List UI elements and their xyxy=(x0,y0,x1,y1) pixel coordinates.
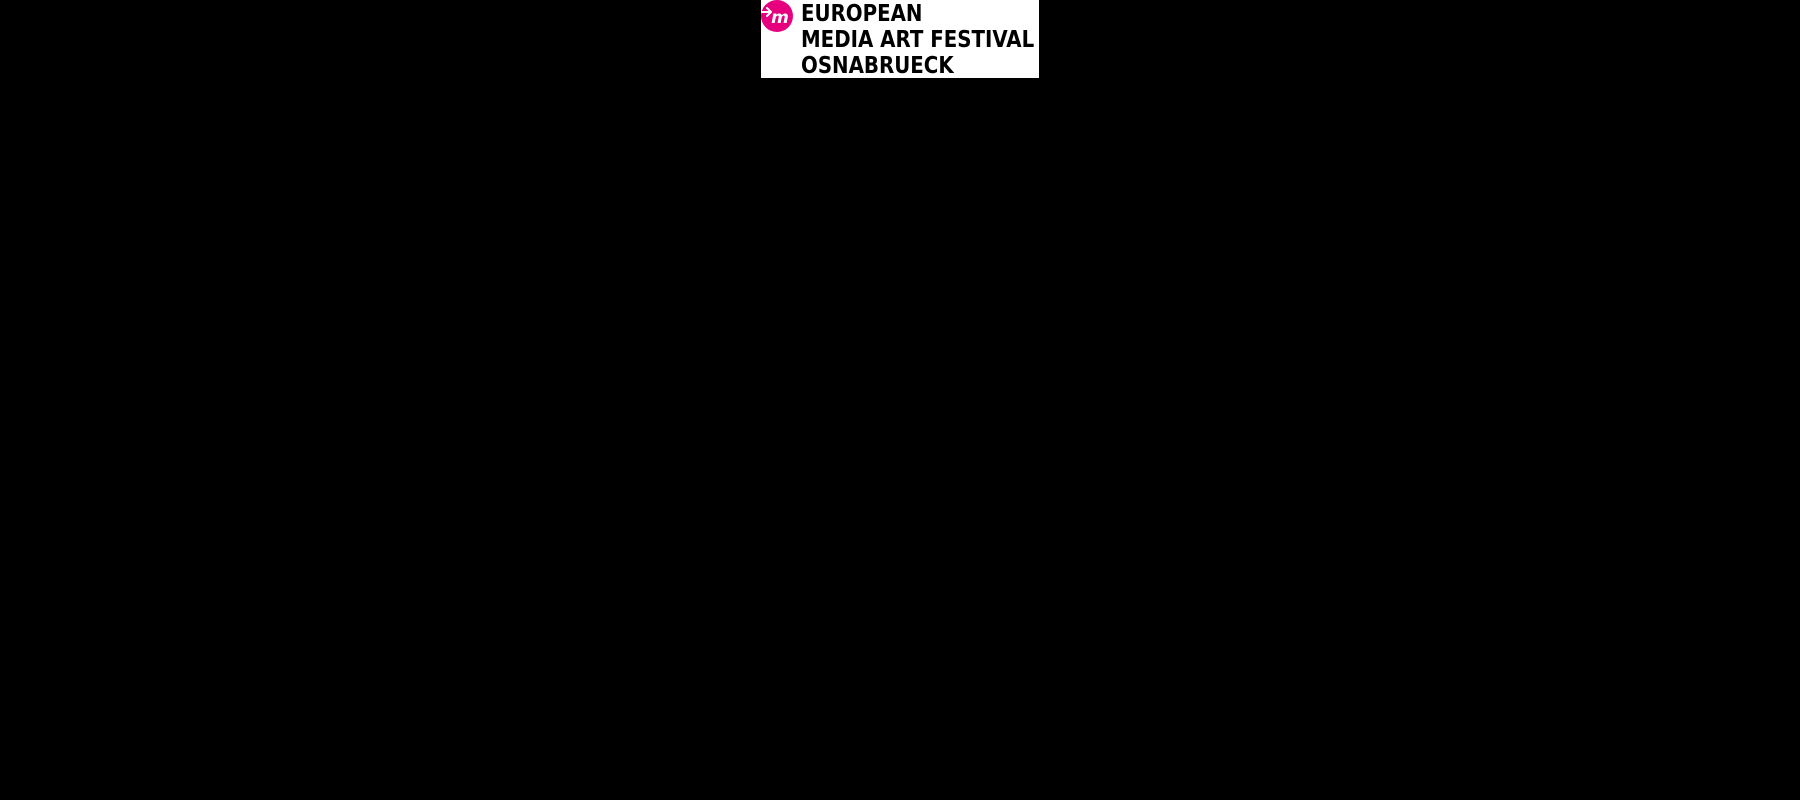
festival-name-line-3: OSNABRUECK xyxy=(801,53,954,79)
arrow-m-icon: m xyxy=(761,0,793,32)
festival-name: EUROPEAN MEDIA ART FESTIVAL OSNABRUECK xyxy=(801,1,1034,79)
festival-logo-link[interactable]: m EUROPEAN MEDIA ART FESTIVAL OSNABRUECK xyxy=(761,0,1039,79)
festival-name-line-2: MEDIA ART FESTIVAL xyxy=(801,27,1035,53)
festival-name-line-1: EUROPEAN xyxy=(801,1,923,27)
logo-mark-letter: m xyxy=(771,8,789,28)
